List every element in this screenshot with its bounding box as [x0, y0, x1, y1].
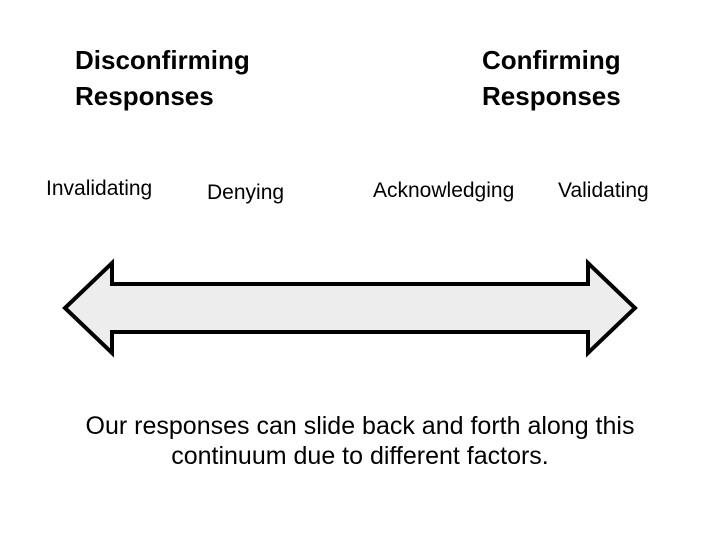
label-acknowledging: Acknowledging: [373, 179, 515, 202]
label-invalidating: Invalidating: [46, 177, 153, 200]
heading-line: Responses: [482, 81, 621, 111]
continuum-double-arrow: [60, 258, 640, 358]
label-validating: Validating: [558, 179, 649, 202]
caption-line: continuum due to different factors.: [171, 442, 549, 470]
heading-line: Confirming: [482, 45, 621, 75]
double-arrow-shape: [62, 258, 638, 358]
heading-confirming-responses: Confirming Responses: [482, 42, 621, 114]
caption-line: Our responses can slide back and forth a…: [85, 412, 635, 440]
label-denying: Denying: [207, 181, 285, 204]
heading-line: Disconfirming: [75, 45, 250, 75]
heading-disconfirming-responses: Disconfirming Responses: [75, 42, 250, 114]
heading-line: Responses: [75, 81, 214, 111]
double-arrow-icon: [62, 258, 638, 358]
caption-text: Our responses can slide back and forth a…: [0, 411, 720, 471]
